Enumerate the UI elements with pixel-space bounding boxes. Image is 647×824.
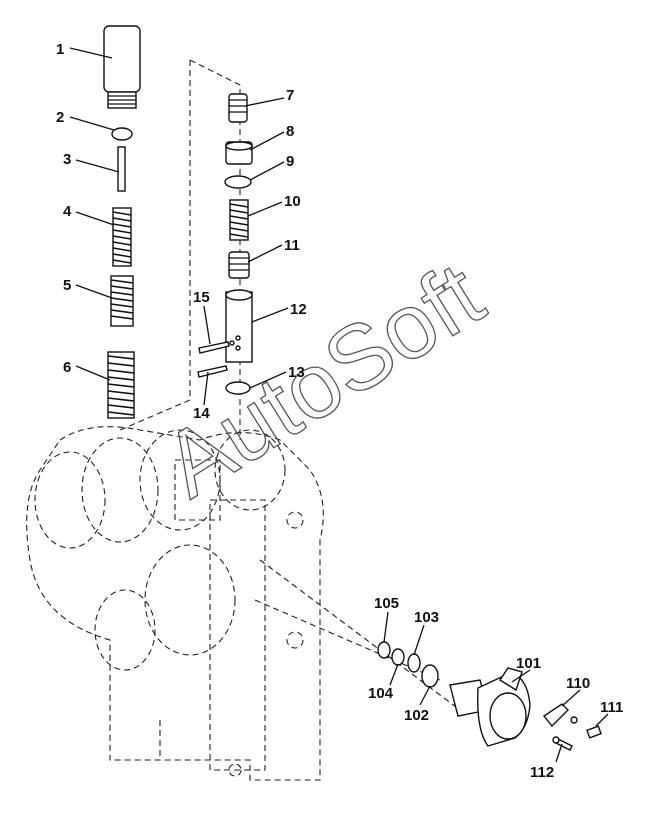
- part-7-plug: [228, 93, 248, 123]
- callout-9: 9: [286, 153, 294, 170]
- part-2-o-ring: [111, 127, 133, 141]
- part-9-washer: [224, 175, 252, 189]
- callout-4: 4: [63, 203, 72, 220]
- part-12-sleeve: [225, 289, 253, 363]
- part-112-bolt: [552, 736, 573, 751]
- callout-105: 105: [374, 595, 399, 612]
- callout-104: 104: [368, 685, 394, 702]
- callout-101: 101: [516, 655, 541, 672]
- part-1-cap: [103, 25, 141, 109]
- part-11-valve: [228, 251, 250, 279]
- part-6-spring: [107, 351, 135, 419]
- callout-2: 2: [56, 109, 64, 126]
- transmission-housing: [26, 426, 324, 781]
- callout-11: 11: [284, 237, 300, 254]
- callout-14: 14: [193, 405, 210, 422]
- callout-6: 6: [63, 359, 71, 376]
- callout-7: 7: [286, 87, 294, 104]
- callout-103: 103: [414, 609, 439, 626]
- callout-labels: 1 2 3 4 5 6 7 8 9 10 11 12 13 14 15 101 …: [56, 41, 623, 781]
- part-14-pin: [197, 365, 228, 378]
- part-5-spring: [110, 275, 134, 327]
- callout-110: 110: [566, 675, 590, 692]
- callout-15: 15: [193, 289, 210, 306]
- part-101-solenoid: [449, 667, 531, 747]
- callout-10: 10: [284, 193, 301, 210]
- callout-112: 112: [530, 764, 554, 781]
- callout-3: 3: [63, 151, 71, 168]
- part-105-o-ring: [377, 641, 391, 659]
- callout-102: 102: [404, 707, 429, 724]
- part-4-spring: [112, 207, 132, 267]
- part-10-spring: [229, 199, 249, 241]
- part-102-o-ring: [421, 664, 439, 688]
- part-3-pin: [117, 146, 126, 192]
- watermark-text: AutoSoft: [147, 243, 500, 517]
- callout-5: 5: [63, 277, 71, 294]
- callout-111: 111: [600, 699, 623, 716]
- part-103-o-ring: [407, 653, 421, 673]
- callout-8: 8: [286, 123, 294, 140]
- part-15-pin: [198, 341, 230, 354]
- callout-1: 1: [56, 41, 64, 58]
- part-104-o-ring: [391, 648, 405, 666]
- callout-13: 13: [288, 364, 305, 381]
- leader-lines: [69, 47, 609, 763]
- part-8-collar: [225, 141, 253, 165]
- part-110-clamp: [542, 703, 578, 728]
- part-111-bolt: [586, 725, 602, 739]
- callout-12: 12: [290, 301, 307, 318]
